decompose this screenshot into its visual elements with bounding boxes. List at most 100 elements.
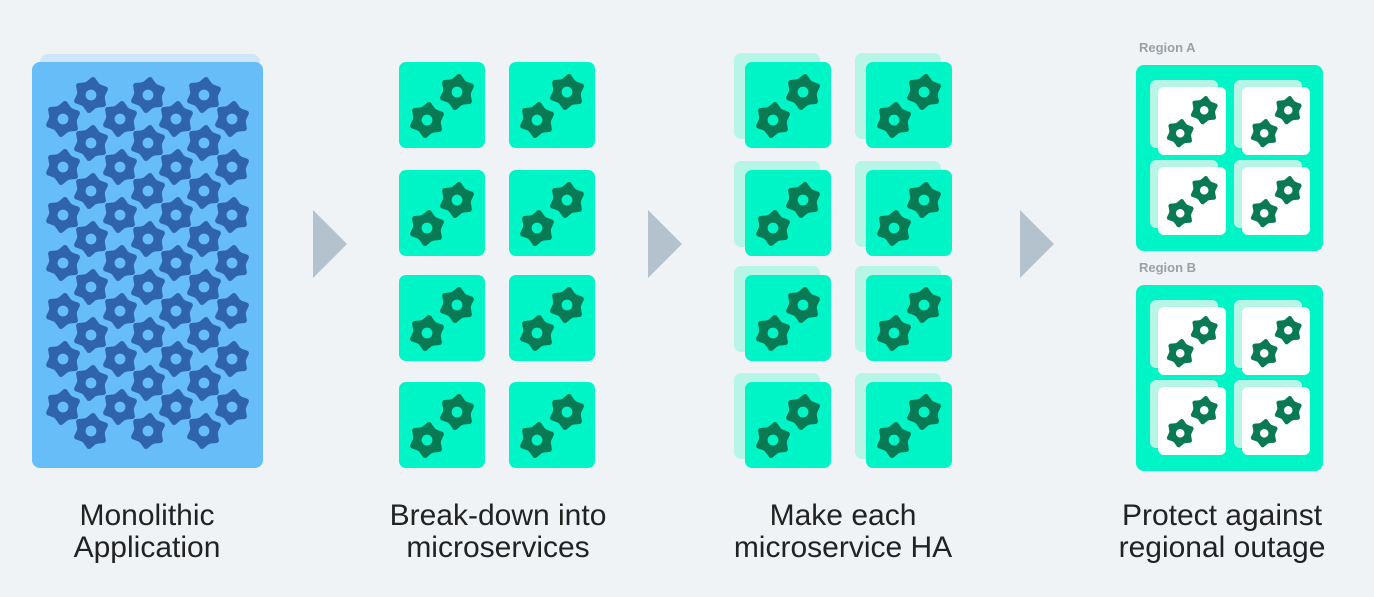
stage-label-monolith: Monolithic Application bbox=[0, 500, 297, 564]
microservice-tile bbox=[509, 170, 595, 256]
region-b-box bbox=[1136, 285, 1323, 471]
gear-icon bbox=[755, 102, 791, 138]
gear-icon bbox=[549, 394, 585, 430]
gear-icon bbox=[906, 74, 942, 110]
microservice-tile bbox=[866, 62, 952, 148]
gear-icon bbox=[186, 77, 222, 113]
gear-icon bbox=[214, 293, 250, 329]
microservice-tile bbox=[745, 62, 831, 148]
gear-icon bbox=[1190, 396, 1218, 425]
gear-icon bbox=[1250, 198, 1278, 228]
microservice-tile bbox=[1242, 307, 1310, 375]
label-line: Break-down into bbox=[389, 499, 607, 532]
gear-icon bbox=[876, 210, 912, 246]
gear-icon bbox=[1190, 96, 1218, 125]
microservice-tile bbox=[1158, 387, 1226, 455]
gear-icon bbox=[45, 197, 81, 233]
gear-icon bbox=[1190, 316, 1218, 345]
microservice-tile bbox=[866, 170, 952, 256]
gear-icon bbox=[73, 125, 109, 161]
gear-icon bbox=[186, 365, 222, 401]
gear-icon bbox=[409, 422, 445, 458]
label-line: Protect against bbox=[1121, 499, 1323, 532]
gear-icon bbox=[158, 197, 194, 233]
gear-icon bbox=[1274, 316, 1302, 345]
gear-icon bbox=[876, 422, 912, 458]
gear-icon bbox=[439, 182, 475, 218]
gear-icon bbox=[1250, 418, 1278, 448]
microservice-tile bbox=[1158, 87, 1226, 155]
label-line: regional outage bbox=[1118, 531, 1326, 564]
microservice-tile bbox=[1242, 167, 1310, 235]
gear-icon bbox=[73, 269, 109, 305]
gear-icon bbox=[45, 389, 81, 425]
gear-icon bbox=[755, 422, 791, 458]
microservice-tile bbox=[399, 62, 485, 148]
microservice-tile bbox=[399, 382, 485, 468]
gear-icon bbox=[102, 149, 138, 185]
chevron-right-icon bbox=[1020, 210, 1054, 278]
microservice-tile bbox=[1158, 167, 1226, 235]
microservice-tile bbox=[866, 382, 952, 468]
gear-icon bbox=[73, 77, 109, 113]
monolithic-application-block bbox=[32, 62, 263, 468]
gear-icon bbox=[73, 413, 109, 449]
gear-icon bbox=[73, 317, 109, 353]
microservice-tile bbox=[509, 62, 595, 148]
region-b-label: Region B bbox=[1139, 260, 1197, 275]
gear-icon bbox=[409, 102, 445, 138]
gear-icon bbox=[214, 389, 250, 425]
gear-icon bbox=[73, 365, 109, 401]
gear-icon bbox=[130, 173, 166, 209]
gear-icon bbox=[785, 394, 821, 430]
region-a-label: Region A bbox=[1139, 40, 1196, 55]
label-line: Monolithic bbox=[79, 499, 215, 532]
gear-icon bbox=[73, 173, 109, 209]
gear-icon bbox=[45, 341, 81, 377]
gear-icon bbox=[45, 245, 81, 281]
label-line: Make each bbox=[769, 499, 917, 532]
gear-icon bbox=[439, 287, 475, 323]
gear-icon bbox=[158, 341, 194, 377]
gear-icon bbox=[102, 293, 138, 329]
gear-icon bbox=[130, 365, 166, 401]
gear-icon bbox=[102, 341, 138, 377]
gear-icon bbox=[1166, 338, 1194, 368]
stage-label-microservices: Break-down into microservices bbox=[348, 500, 648, 564]
gear-icon bbox=[1190, 176, 1218, 205]
gear-icon bbox=[158, 149, 194, 185]
microservice-tile bbox=[509, 275, 595, 361]
label-line: microservices bbox=[406, 531, 590, 564]
gear-icon bbox=[186, 221, 222, 257]
gear-icon bbox=[130, 317, 166, 353]
microservice-tile bbox=[866, 275, 952, 361]
gear-icon bbox=[158, 101, 194, 137]
gear-icon bbox=[519, 210, 555, 246]
gear-icon bbox=[906, 287, 942, 323]
gear-icon bbox=[1274, 176, 1302, 205]
microservice-tile bbox=[1242, 387, 1310, 455]
chevron-right-icon bbox=[648, 210, 682, 278]
microservice-tile bbox=[745, 382, 831, 468]
gear-icon bbox=[549, 287, 585, 323]
gear-icon bbox=[45, 149, 81, 185]
gear-icon bbox=[1166, 418, 1194, 448]
gear-icon bbox=[45, 101, 81, 137]
gear-icon bbox=[549, 182, 585, 218]
microservice-tile bbox=[509, 382, 595, 468]
stage-label-ha: Make each microservice HA bbox=[693, 500, 993, 564]
gear-icon bbox=[214, 245, 250, 281]
label-line: Application bbox=[73, 531, 221, 564]
gear-icon bbox=[906, 182, 942, 218]
stage-label-regional: Protect against regional outage bbox=[1072, 500, 1372, 564]
gear-icon bbox=[186, 413, 222, 449]
gear-icon bbox=[214, 197, 250, 233]
gear-icon bbox=[186, 317, 222, 353]
gear-icon bbox=[409, 210, 445, 246]
gear-icon bbox=[785, 287, 821, 323]
gear-icon bbox=[1250, 338, 1278, 368]
gear-icon bbox=[439, 74, 475, 110]
gear-icon bbox=[130, 269, 166, 305]
gear-icon bbox=[1166, 198, 1194, 228]
microservice-tile bbox=[399, 275, 485, 361]
